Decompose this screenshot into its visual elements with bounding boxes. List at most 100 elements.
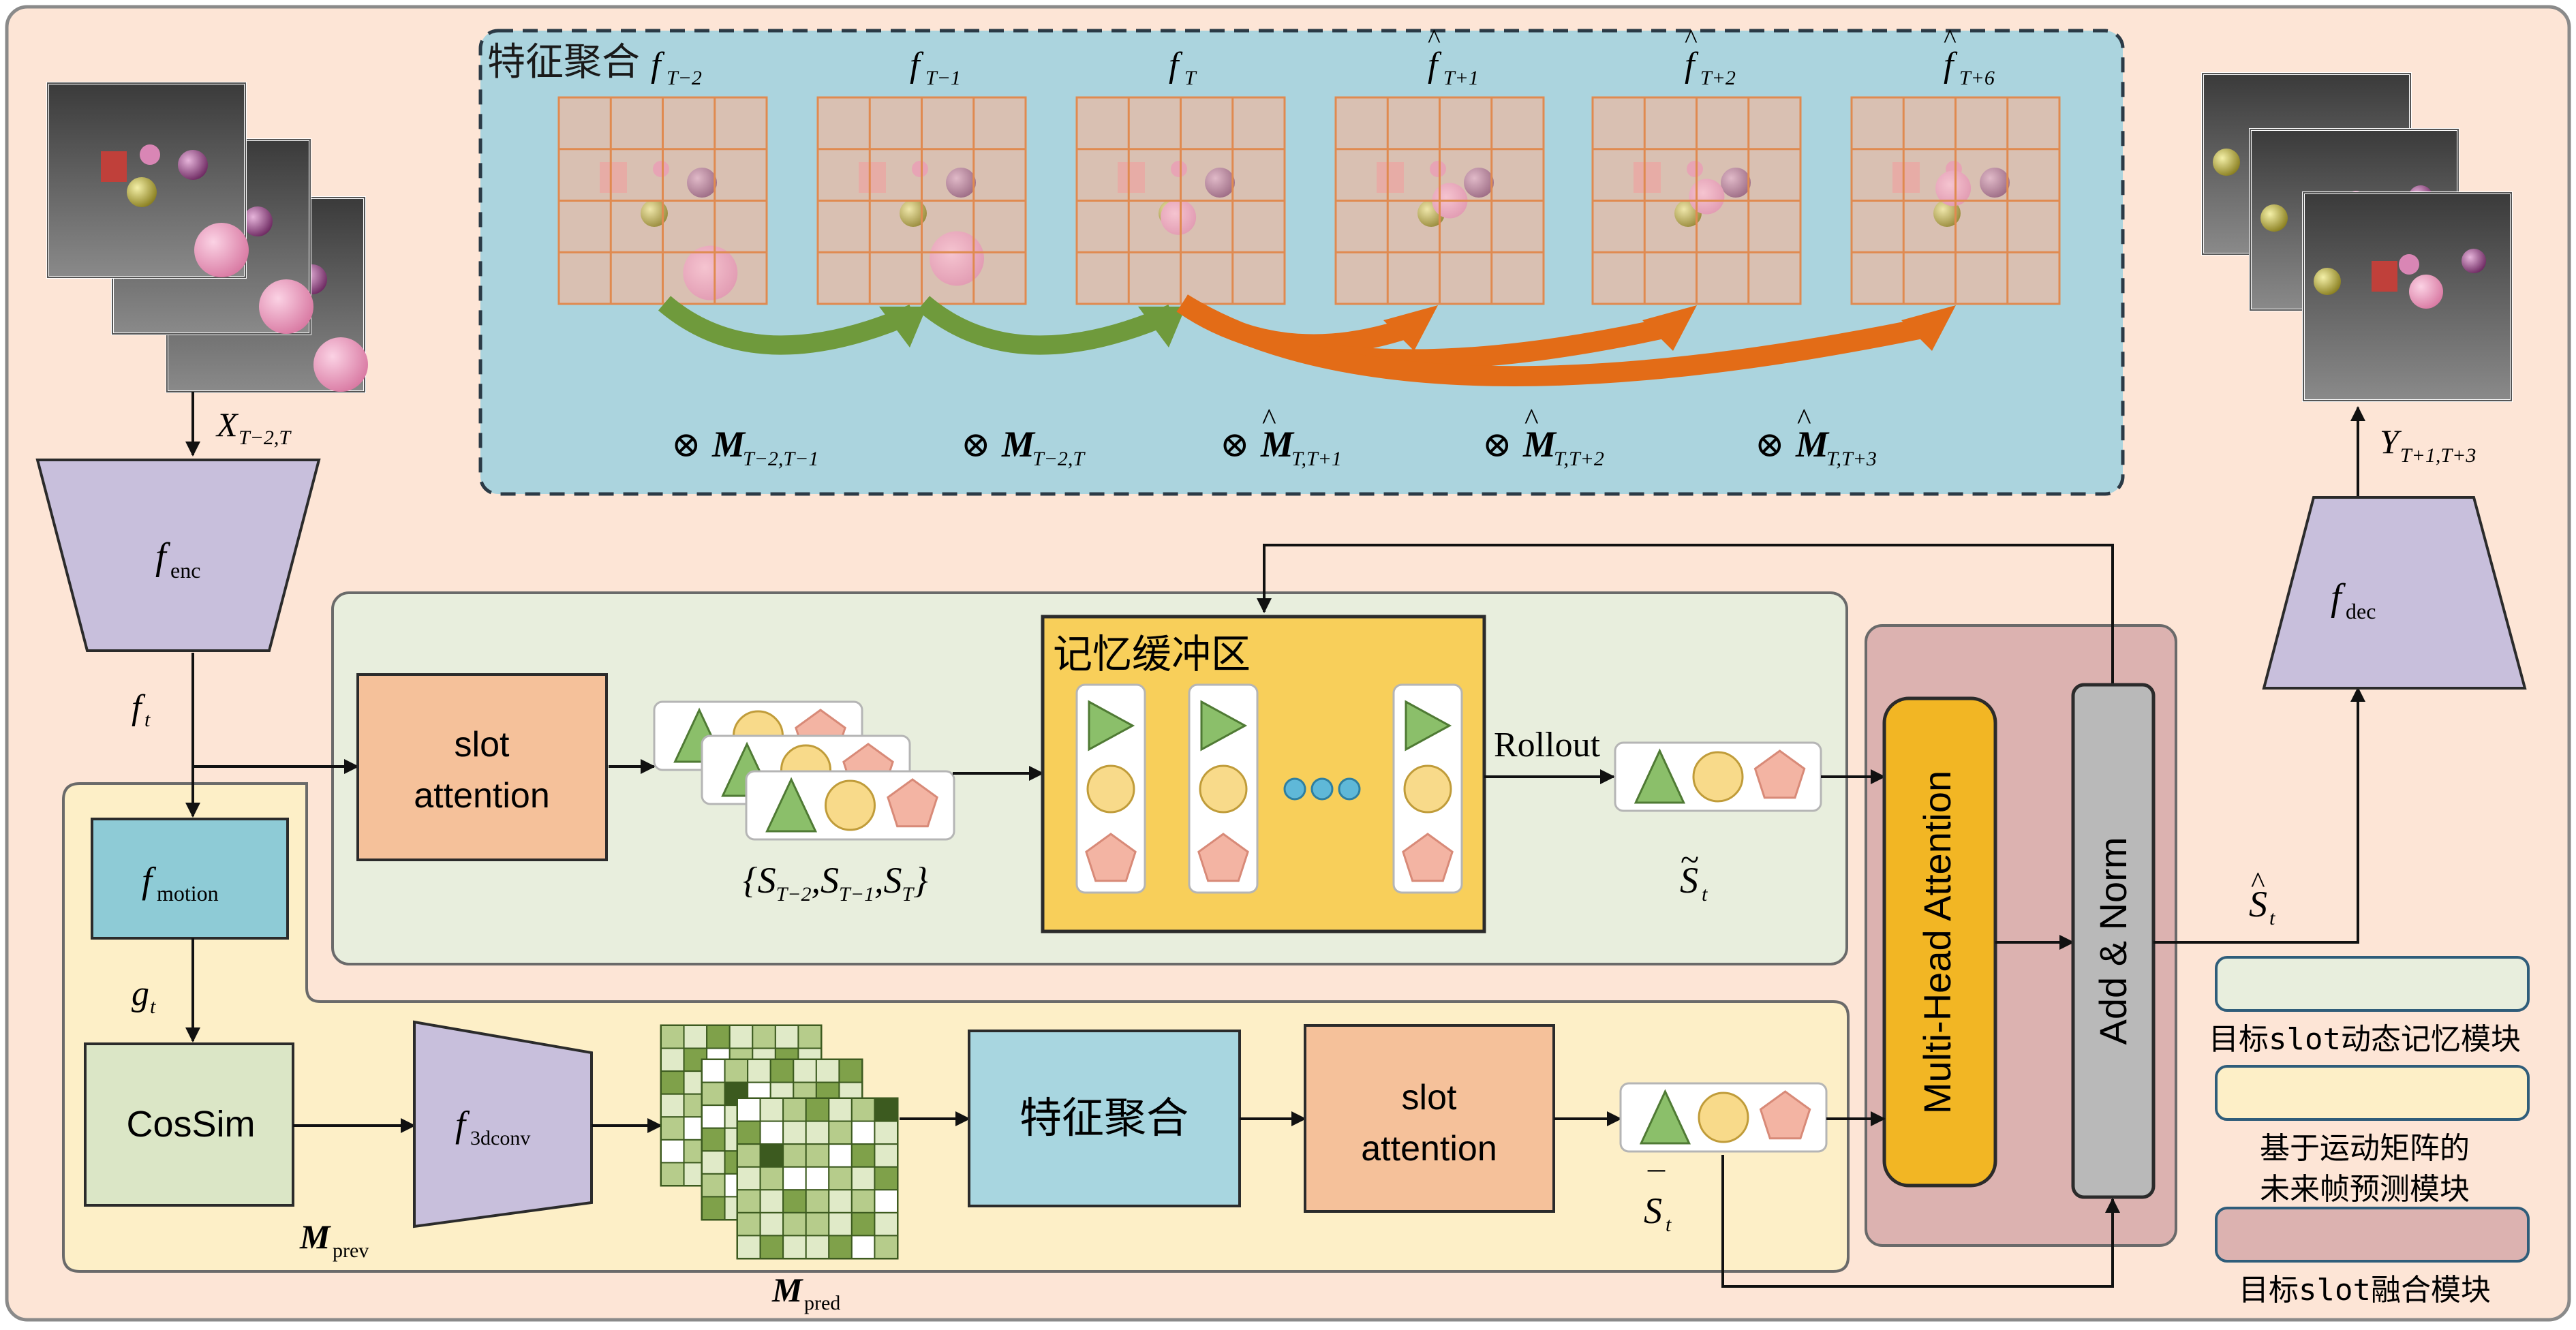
heatmap-cell bbox=[850, 1166, 876, 1191]
heatmap-cell bbox=[850, 1189, 876, 1213]
heatmap-cell bbox=[737, 1189, 761, 1213]
legend-label: 目标slot融合模块 bbox=[2239, 1273, 2491, 1308]
ellipsis-dot-1 bbox=[1283, 777, 1306, 801]
memory-buffer-slots bbox=[1075, 683, 1463, 894]
s-bar-label: S ¯ t bbox=[1644, 1165, 1672, 1236]
gold-ball bbox=[1933, 200, 1961, 227]
sbar-residual-arrow bbox=[1721, 1155, 2120, 1288]
orange-arrow-2-head bbox=[1642, 305, 1697, 351]
heatmap-cell bbox=[737, 1211, 761, 1237]
heatmap-cell bbox=[782, 1235, 807, 1260]
cossim-label: CosSim bbox=[126, 1104, 255, 1145]
gold-ball bbox=[2260, 204, 2288, 232]
gold-ball bbox=[2213, 149, 2240, 176]
gold-ball bbox=[2314, 268, 2341, 295]
svg-text:dec: dec bbox=[2346, 599, 2376, 623]
triangle-slot bbox=[1200, 700, 1248, 752]
legend-swatch bbox=[2215, 956, 2530, 1012]
heatmap-cell bbox=[828, 1235, 853, 1260]
heatmap-cell bbox=[828, 1211, 853, 1237]
frame-hat: ^ bbox=[1428, 23, 1441, 54]
legend-label: 基于运动矩阵的 bbox=[2260, 1131, 2470, 1166]
svg-text:motion: motion bbox=[157, 881, 219, 906]
output-label: Y T+1,T+3 bbox=[2380, 422, 2476, 467]
heatmap-cell bbox=[660, 1025, 685, 1049]
pink-ball bbox=[1161, 199, 1197, 235]
small-pink-ball bbox=[140, 144, 160, 165]
triangle-slot bbox=[1088, 700, 1135, 752]
feature-frame bbox=[1850, 96, 2061, 305]
purple-ball bbox=[946, 168, 976, 198]
buffer-column bbox=[1188, 683, 1259, 894]
svg-text:T−2,T: T−2,T bbox=[239, 427, 292, 449]
heatmap-cell bbox=[759, 1166, 784, 1191]
green-arrow-1 bbox=[658, 296, 917, 355]
addnorm-label: Add & Norm bbox=[2091, 837, 2134, 1045]
scene-frame bbox=[46, 82, 249, 279]
cylinder-shape bbox=[1634, 162, 1661, 193]
heatmap-cell bbox=[701, 1173, 726, 1198]
s-bar-card bbox=[1619, 1082, 1828, 1153]
frame-label-sub: T+6 bbox=[1959, 67, 1995, 89]
heatmap-cell bbox=[660, 1047, 685, 1072]
heatmap-cell bbox=[782, 1120, 807, 1145]
red-cylinder bbox=[101, 151, 127, 182]
heatmap-cell bbox=[660, 1070, 685, 1095]
orange-arrow-3-head bbox=[1901, 305, 1956, 351]
svg-text:S: S bbox=[1644, 1190, 1662, 1231]
heatmap-cell bbox=[701, 1104, 726, 1129]
heatmap-cell bbox=[828, 1120, 853, 1145]
heatmap-cell bbox=[850, 1235, 876, 1260]
svg-text:t: t bbox=[150, 995, 156, 1018]
operator-matrix: M bbox=[1260, 424, 1295, 465]
motion-encoder-block bbox=[91, 818, 289, 940]
small-ball bbox=[912, 161, 928, 177]
pentagon-slot bbox=[887, 778, 938, 828]
operator-sub: T−2,T bbox=[1032, 448, 1086, 470]
mha-label: Multi-Head Attention bbox=[1916, 771, 1959, 1114]
pink-ball bbox=[930, 231, 984, 286]
operator-symbol: ⊗ bbox=[961, 426, 991, 465]
heatmap-cell bbox=[759, 1143, 784, 1168]
frame-label-sub: T+1 bbox=[1443, 67, 1479, 89]
pink-ball bbox=[194, 223, 249, 277]
scene-border bbox=[47, 82, 246, 278]
legend-swatch bbox=[2215, 1207, 2530, 1263]
encoder-block bbox=[35, 459, 321, 652]
heatmap-cell bbox=[828, 1166, 853, 1191]
s-hat-label: S ^ t bbox=[2249, 866, 2275, 929]
operator-matrix: M bbox=[1001, 424, 1036, 465]
frame-label-sub: T−1 bbox=[925, 67, 961, 89]
svg-text:prev: prev bbox=[333, 1239, 369, 1262]
heatmap-cell bbox=[724, 1059, 749, 1083]
heatmap-cell bbox=[737, 1120, 761, 1145]
mpred-label: M pred bbox=[771, 1271, 840, 1314]
feedback-loop-arrow bbox=[1257, 544, 2114, 685]
slot-card bbox=[1619, 1082, 1828, 1153]
svg-text:T+1,T+3: T+1,T+3 bbox=[2400, 444, 2476, 467]
triangle-slot bbox=[765, 777, 818, 833]
heatmap-cell bbox=[660, 1162, 685, 1187]
mprev-label: M prev bbox=[299, 1218, 369, 1262]
gold-ball bbox=[641, 200, 668, 227]
heatmap-cell bbox=[805, 1211, 830, 1237]
svg-text:^: ^ bbox=[2251, 866, 2265, 899]
s-tilde-card bbox=[1614, 741, 1822, 812]
operator-matrix: M bbox=[1522, 424, 1557, 465]
slot-set-cards bbox=[653, 700, 955, 841]
heatmap-cell bbox=[874, 1120, 899, 1145]
motion-label: f motion bbox=[142, 860, 219, 906]
heatmap-cell bbox=[805, 1189, 830, 1213]
operator-symbol: ⊗ bbox=[1755, 426, 1785, 465]
svg-text:M: M bbox=[771, 1271, 803, 1309]
operator-hat: ^ bbox=[1262, 403, 1276, 436]
operator-matrix: M bbox=[711, 424, 746, 465]
svg-text:t: t bbox=[1666, 1213, 1672, 1236]
svg-text:S: S bbox=[2249, 884, 2267, 925]
heatmap-cell bbox=[701, 1059, 726, 1083]
feature-aggregation-label: 特征聚合 bbox=[1019, 1093, 1189, 1143]
heatmap-cell bbox=[828, 1143, 853, 1168]
heatmap-cell bbox=[737, 1098, 761, 1122]
